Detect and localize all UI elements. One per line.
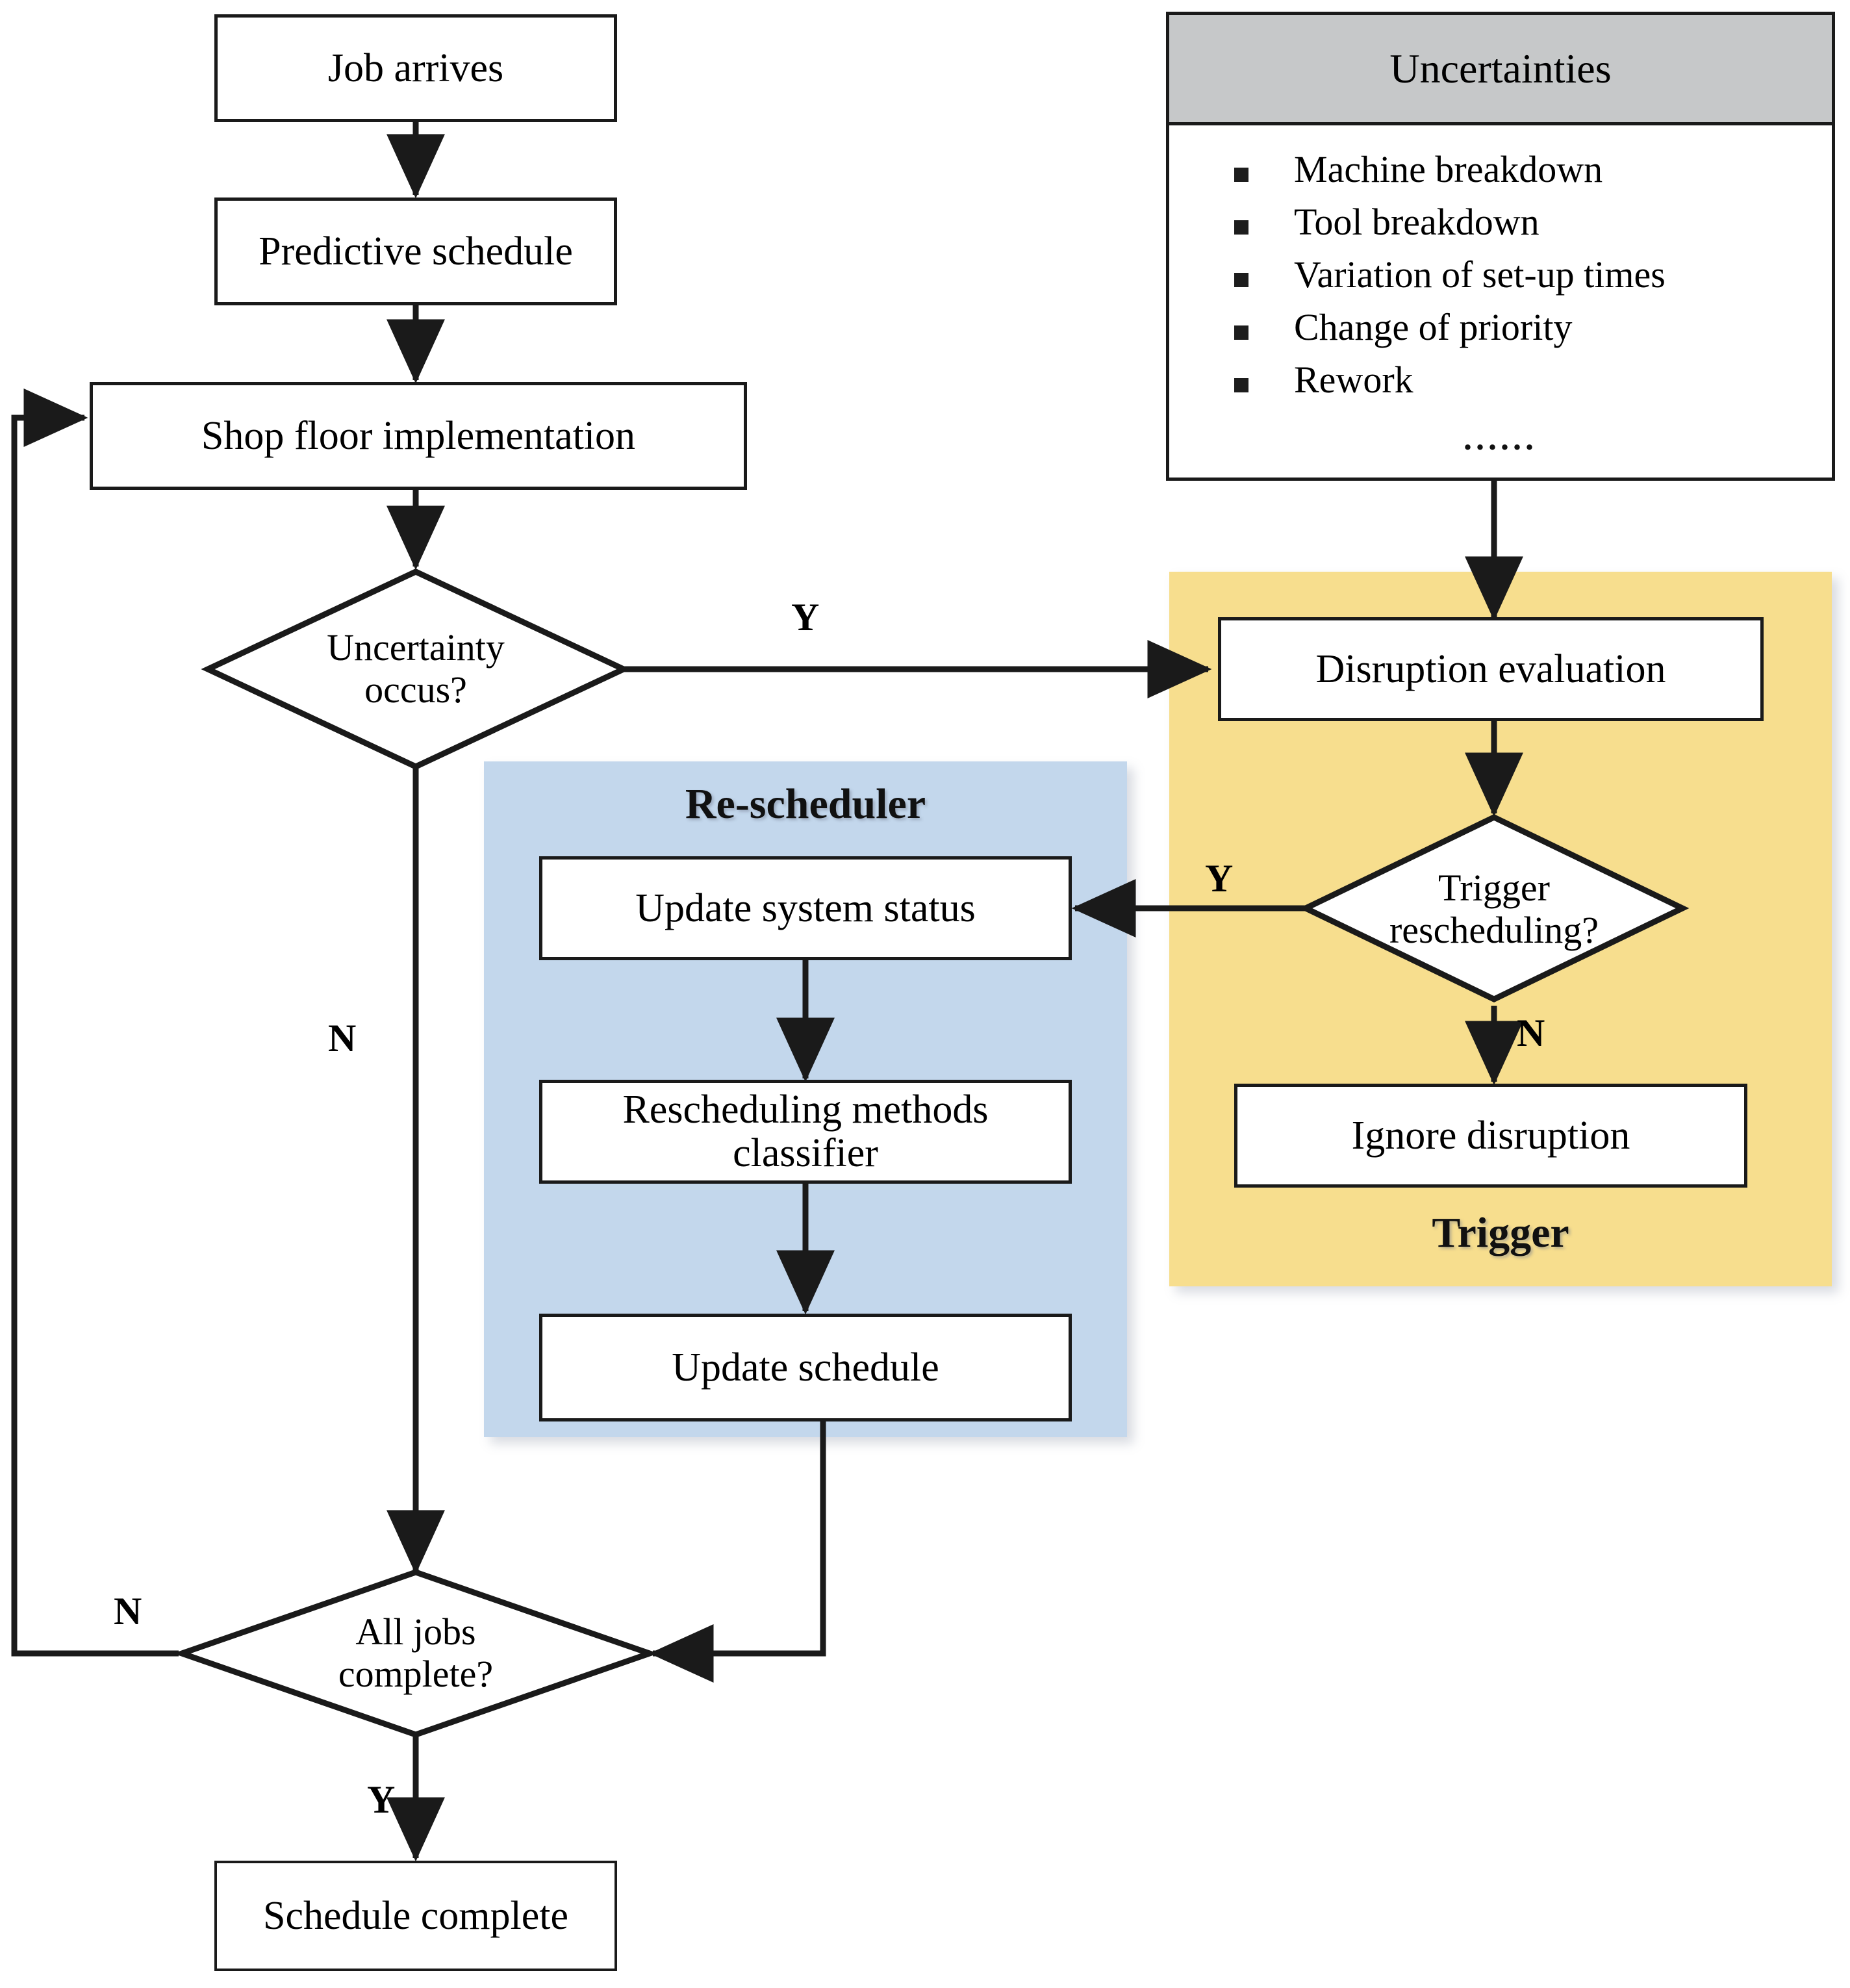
branch-label-all-jobs-no: N [114, 1590, 142, 1633]
node-ignore-disruption[interactable]: Ignore disruption [1234, 1084, 1747, 1188]
node-update-system-status[interactable]: Update system status [539, 856, 1072, 960]
branch-label-trigger-no: N [1517, 1012, 1545, 1054]
rescheduler-panel-caption: Re-scheduler [685, 780, 926, 828]
uncertainty-list-item[interactable]: Tool breakdown [1169, 200, 1832, 253]
uncertainty-list-item-label: Change of priority [1294, 306, 1573, 348]
node-predictive-schedule-label: Predictive schedule [259, 229, 573, 274]
uncertainty-list-item-label: Tool breakdown [1294, 201, 1540, 243]
node-schedule-complete[interactable]: Schedule complete [214, 1861, 617, 1971]
node-disruption-evaluation[interactable]: Disruption evaluation [1218, 617, 1764, 721]
uncertainty-list-item-label: Rework [1294, 359, 1413, 401]
uncertainty-list-item-label: Variation of set-up times [1294, 253, 1666, 296]
uncertainty-list-item-label: Machine breakdown [1294, 148, 1603, 190]
uncertainty-list-item[interactable]: Rework [1169, 358, 1832, 405]
uncertainties-card-header: Uncertainties [1169, 15, 1832, 125]
uncertainties-card-title: Uncertainties [1389, 45, 1612, 92]
rescheduling-methods-line-2: classifier [733, 1131, 878, 1175]
uncertainty-list-item[interactable]: Variation of set-up times [1169, 253, 1832, 305]
node-update-system-status-label: Update system status [635, 886, 976, 930]
uncertainty-list-item[interactable]: Change of priority [1169, 305, 1832, 358]
node-rescheduling-methods-classifier-label: Rescheduling methods classifier [542, 1088, 1069, 1175]
node-rescheduling-methods-classifier[interactable]: Rescheduling methods classifier [539, 1080, 1072, 1184]
branch-label-all-jobs-yes: Y [367, 1778, 396, 1821]
node-disruption-evaluation-label: Disruption evaluation [1315, 646, 1666, 691]
uncertainties-ellipsis: ...... [1464, 420, 1538, 457]
bullet-square-icon [1234, 220, 1248, 235]
uncertainties-card-body: Machine breakdown Tool breakdown Variati… [1169, 125, 1832, 458]
bullet-square-icon [1234, 273, 1248, 287]
bullet-square-icon [1234, 168, 1248, 182]
node-ignore-disruption-label: Ignore disruption [1351, 1113, 1630, 1158]
all-jobs-decision-diamond [173, 1569, 659, 1738]
uncertainty-list-item[interactable]: Machine breakdown [1169, 147, 1832, 200]
node-update-schedule-label: Update schedule [672, 1345, 939, 1390]
node-shop-floor-implementation[interactable]: Shop floor implementation [90, 382, 747, 490]
branch-label-uncertainty-yes: Y [791, 596, 820, 639]
branch-label-trigger-yes: Y [1205, 857, 1234, 900]
rescheduling-methods-line-1: Rescheduling methods [622, 1088, 989, 1132]
branch-label-uncertainty-no: N [328, 1017, 357, 1060]
bullet-square-icon [1234, 378, 1248, 392]
trigger-panel-caption: Trigger [1432, 1209, 1569, 1256]
trigger-decision-diamond [1299, 814, 1690, 1002]
node-update-schedule[interactable]: Update schedule [539, 1314, 1072, 1421]
uncertainty-decision-diamond [201, 568, 631, 770]
bullet-square-icon [1234, 325, 1248, 340]
node-schedule-complete-label: Schedule complete [263, 1893, 568, 1938]
node-job-arrives-label: Job arrives [327, 45, 504, 90]
node-job-arrives[interactable]: Job arrives [214, 14, 617, 122]
uncertainties-card: Uncertainties Machine breakdown Tool bre… [1166, 12, 1835, 481]
node-predictive-schedule[interactable]: Predictive schedule [214, 198, 617, 305]
node-shop-floor-implementation-label: Shop floor implementation [201, 413, 636, 458]
